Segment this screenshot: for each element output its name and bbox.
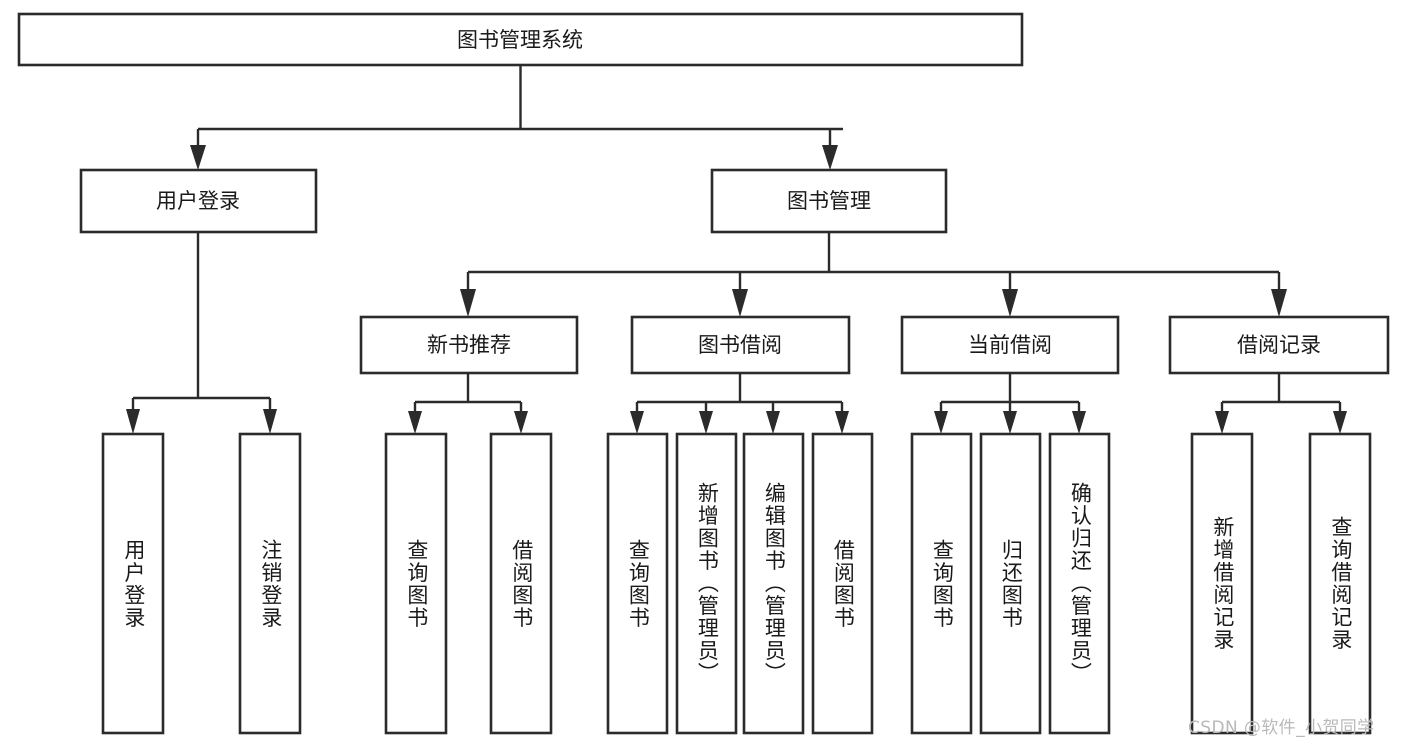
node-borrow-record-label: 借阅记录 xyxy=(1237,333,1321,357)
connector-currentborrow-to-leaves xyxy=(934,373,1086,434)
node-leaf-user-login[interactable] xyxy=(101,432,165,735)
node-leaf-confirm-return[interactable] xyxy=(1048,432,1111,735)
node-leaf-query-book-2[interactable] xyxy=(606,432,669,735)
node-leaf-edit-book[interactable] xyxy=(742,432,805,735)
node-current-borrow[interactable]: 当前借阅 xyxy=(900,315,1120,375)
node-current-borrow-label: 当前借阅 xyxy=(968,333,1052,357)
node-book-management[interactable]: 图书管理 xyxy=(710,168,948,234)
connector-bookmgmt-to-level3 xyxy=(460,232,1287,317)
connector-userlogin-to-leaves xyxy=(126,232,277,434)
node-leaf-logout[interactable] xyxy=(238,432,302,735)
node-leaf-add-record[interactable] xyxy=(1190,432,1254,735)
connector-newbook-to-leaves xyxy=(408,373,528,434)
node-borrow-record[interactable]: 借阅记录 xyxy=(1168,315,1390,375)
connector-borrowrecord-to-leaves xyxy=(1215,373,1347,434)
node-root[interactable]: 图书管理系统 xyxy=(17,12,1024,67)
node-leaf-borrow-book-2[interactable] xyxy=(811,432,874,735)
node-leaf-add-book[interactable] xyxy=(675,432,738,735)
node-leaf-query-record[interactable] xyxy=(1308,432,1372,735)
node-new-book-recommend[interactable]: 新书推荐 xyxy=(359,315,579,375)
node-leaf-query-book-3[interactable] xyxy=(910,432,973,735)
node-user-login-label: 用户登录 xyxy=(156,189,240,213)
node-leaf-query-book-1[interactable] xyxy=(384,432,448,735)
node-leaf-return-book[interactable] xyxy=(979,432,1042,735)
csdn-watermark: CSDN @软件_小贺同学 xyxy=(1188,718,1375,738)
node-book-management-label: 图书管理 xyxy=(787,189,871,213)
connector-root-to-level2 xyxy=(190,65,843,170)
node-user-login[interactable]: 用户登录 xyxy=(79,168,318,234)
node-new-book-recommend-label: 新书推荐 xyxy=(427,333,511,357)
connector-bookborrow-to-leaves xyxy=(630,373,849,434)
node-book-borrow-label: 图书借阅 xyxy=(698,333,782,357)
node-book-borrow[interactable]: 图书借阅 xyxy=(630,315,851,375)
node-root-label: 图书管理系统 xyxy=(457,28,583,52)
node-leaf-borrow-book-1[interactable] xyxy=(489,432,553,735)
